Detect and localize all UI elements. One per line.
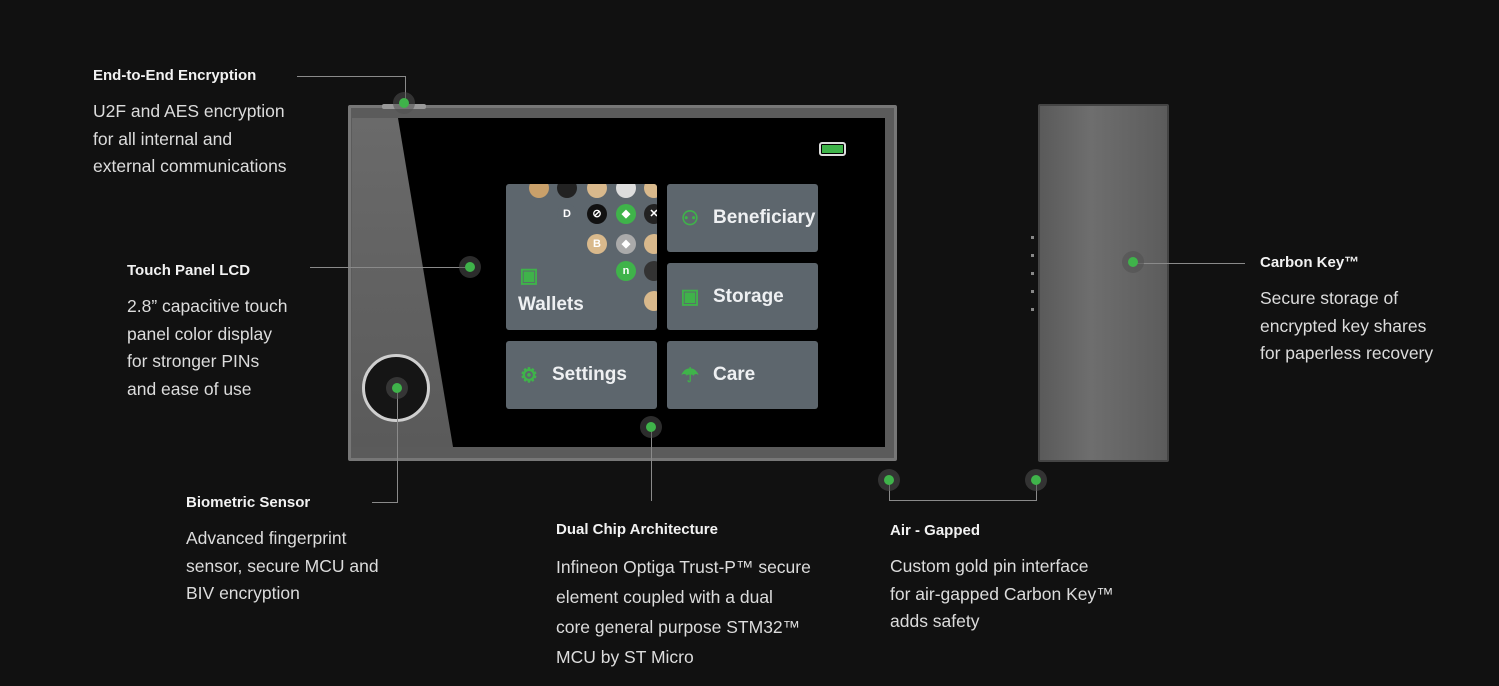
- carbon-key: [1038, 104, 1169, 462]
- callout-desc: Secure storage of encrypted key shares f…: [1260, 288, 1434, 363]
- umbrella-icon: ☂: [681, 364, 699, 387]
- callout-bio: Biometric Sensor Advanced fingerprint se…: [186, 494, 379, 608]
- bio-hotspot[interactable]: [386, 377, 408, 399]
- callout-desc: U2F and AES encryption for all internal …: [93, 101, 287, 176]
- air-hotspot-right[interactable]: [1025, 469, 1047, 491]
- callout-title: Air - Gapped: [890, 522, 981, 539]
- coin-icon: ⊘: [587, 204, 607, 224]
- callout-desc: Custom gold pin interface for air-gapped…: [890, 556, 1114, 631]
- tile-label: Beneficiary: [713, 207, 816, 228]
- safe-icon: ▣: [680, 286, 700, 308]
- callout-carbon: Carbon Key™ Secure storage of encrypted …: [1260, 254, 1433, 368]
- coin-icon: [644, 184, 657, 198]
- coin-icon: B: [587, 234, 607, 254]
- chip-hotspot[interactable]: [640, 416, 662, 438]
- tile-label: Wallets: [518, 294, 584, 315]
- callout-title: Biometric Sensor: [186, 494, 311, 511]
- tile-label: Care: [713, 364, 756, 385]
- coin-icon: [644, 291, 657, 311]
- tile-label: Storage: [713, 285, 784, 307]
- callout-touch: Touch Panel LCD 2.8” capacitive touch pa…: [127, 262, 288, 403]
- air-hotspot-left[interactable]: [878, 469, 900, 491]
- care-tile[interactable]: ☂ Care: [667, 341, 818, 409]
- wallet-icon: ▣: [519, 265, 539, 287]
- callout-desc: 2.8” capacitive touch panel color displa…: [127, 296, 288, 399]
- callout-title: End-to-End Encryption: [93, 67, 257, 84]
- coin-icon: [644, 234, 657, 254]
- beneficiary-tile[interactable]: ⚇ Beneficiary: [667, 184, 818, 252]
- coin-icon: [529, 184, 549, 198]
- coin-icon: D: [557, 204, 577, 224]
- coin-icon: ◆: [616, 234, 636, 254]
- battery-icon: [819, 142, 846, 156]
- coin-icon: ✕: [644, 204, 657, 224]
- wallets-tile[interactable]: D ⊘ ◆ ✕ B ◆ n ▣ Wallets: [506, 184, 657, 330]
- e2e-hotspot[interactable]: [393, 92, 415, 114]
- tile-label: Settings: [552, 364, 627, 385]
- callout-e2e: End-to-End Encryption U2F and AES encryp…: [93, 67, 287, 181]
- callout-desc: Infineon Optiga Trust-P™ secure element …: [556, 557, 811, 667]
- carbon-hotspot[interactable]: [1122, 251, 1144, 273]
- people-icon: ⚇: [681, 207, 699, 230]
- callout-title: Dual Chip Architecture: [556, 521, 718, 538]
- coin-icon: [644, 261, 657, 281]
- touch-hotspot[interactable]: [459, 256, 481, 278]
- settings-tile[interactable]: ⚙ Settings: [506, 341, 657, 409]
- coin-icon: [616, 184, 636, 198]
- gear-icon: ⚙: [520, 364, 538, 387]
- storage-tile[interactable]: ▣ Storage: [667, 263, 818, 330]
- coin-icon: [587, 184, 607, 198]
- callout-air: Air - Gapped Custom gold pin interface f…: [890, 522, 1114, 636]
- gold-pins: [1031, 236, 1034, 326]
- callout-desc: Advanced fingerprint sensor, secure MCU …: [186, 528, 379, 603]
- callout-title: Touch Panel LCD: [127, 262, 251, 279]
- coin-icon: [557, 184, 577, 198]
- callout-title: Carbon Key™: [1260, 254, 1360, 271]
- coin-icon: ◆: [616, 204, 636, 224]
- callout-chip: Dual Chip Architecture Infineon Optiga T…: [556, 521, 811, 672]
- coin-icon: n: [616, 261, 636, 281]
